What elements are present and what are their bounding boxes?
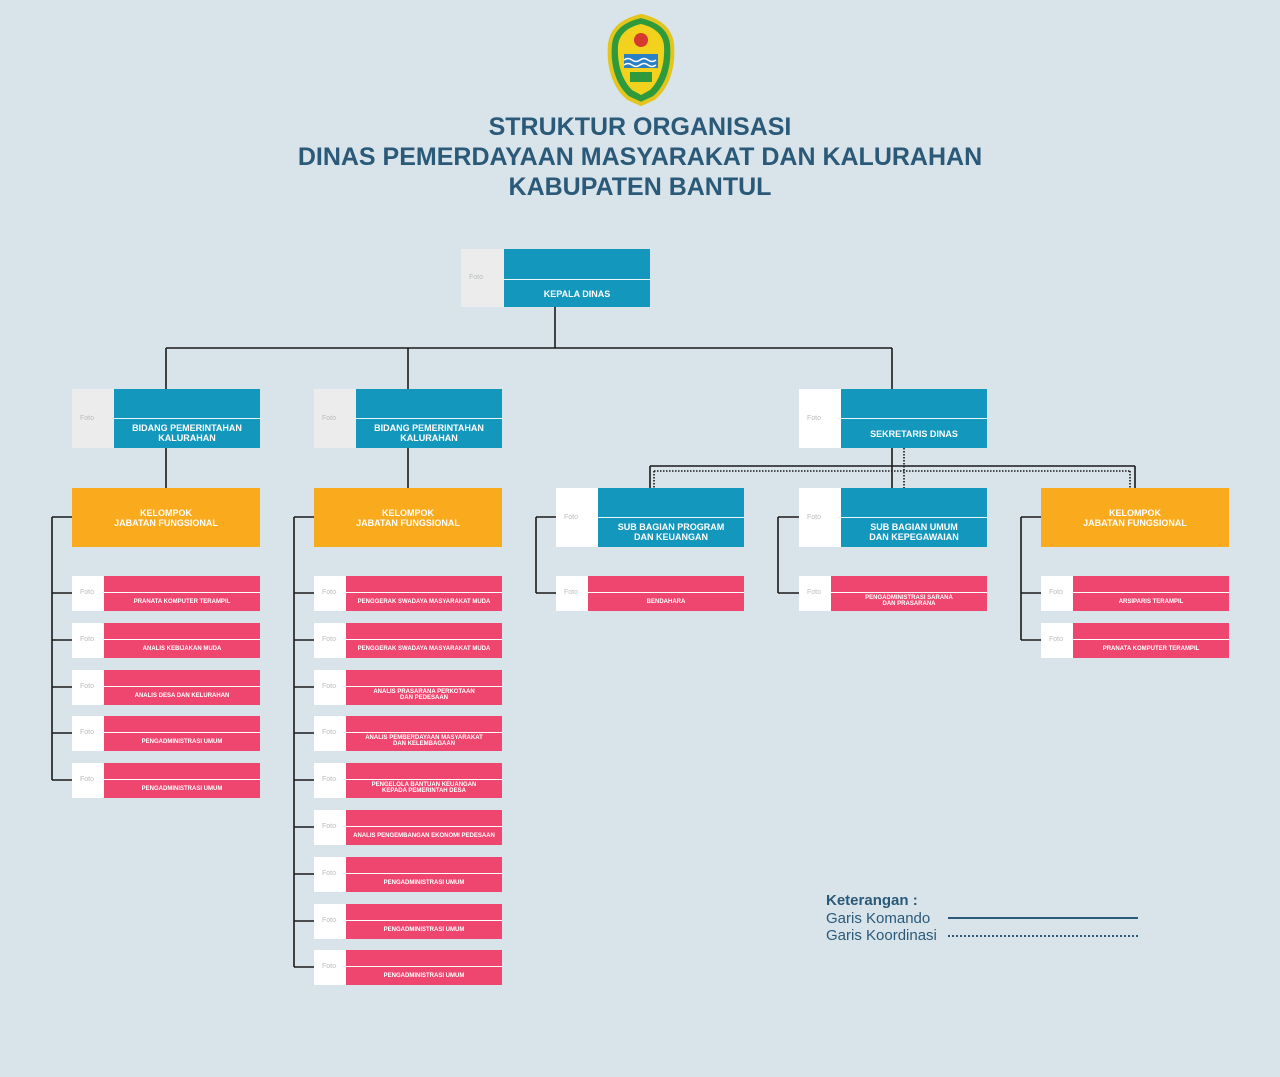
- photo-placeholder: Foto: [314, 857, 346, 892]
- page-title-line-3: KABUPATEN BANTUL: [508, 173, 772, 201]
- bidang-1-label-line-2: KALURAHAN: [158, 433, 216, 443]
- position-label: PRANATA KOMPUTER TERAMPIL: [1102, 646, 1200, 652]
- kepala-dinas-box: Foto KEPALA DINAS: [461, 249, 650, 307]
- kelompok-jabatan-fungsional-box-3: KELOMPOK JABATAN FUNGSIONAL: [1041, 488, 1229, 547]
- legend-koordinasi-label: Garis Koordinasi: [826, 927, 937, 944]
- page-title-line-1: STRUKTUR ORGANISASI: [488, 113, 792, 141]
- bidang-2-label-line-2: KALURAHAN: [400, 433, 458, 443]
- legend-komando-label: Garis Komando: [826, 910, 931, 927]
- kelompok-jabatan-fungsional-box-1: KELOMPOK JABATAN FUNGSIONAL: [72, 488, 260, 547]
- bidang-1-label-line-1: BIDANG PEMERINTAHAN: [132, 423, 242, 433]
- kepala-dinas-label: KEPALA DINAS: [543, 289, 611, 299]
- photo-placeholder: Foto: [556, 576, 588, 611]
- position-label: DAN PRASARANA: [882, 601, 936, 607]
- position-label: KEPADA PEMERINTAH DESA: [382, 788, 466, 794]
- bantul-emblem-logo: [607, 14, 675, 106]
- photo-placeholder: Foto: [72, 623, 104, 658]
- position-label: ANALIS PRASARANA PERKOTAAN: [373, 689, 475, 695]
- sub-bagian-umum-box: Foto SUB BAGIAN UMUM DAN KEPEGAWAIAN: [799, 488, 987, 547]
- position-label: ANALIS PENGEMBANGAN EKONOMI PEDESAAN: [353, 833, 495, 839]
- photo-placeholder: Foto: [72, 763, 104, 798]
- kelompok-label-line-1: KELOMPOK: [1108, 508, 1161, 518]
- photo-placeholder: Foto: [314, 623, 346, 658]
- bidang-pemerintahan-box-1: Foto BIDANG PEMERINTAHAN KALURAHAN: [72, 389, 260, 448]
- photo-placeholder: Foto: [1041, 623, 1073, 658]
- position-label: ANALIS DESA DAN KELURAHAN: [134, 693, 230, 699]
- sub-bagian-umum-line-2: DAN KEPEGAWAIAN: [869, 532, 959, 542]
- position-label: DAN KELEMBAGAAN: [393, 741, 455, 747]
- kelompok-label-line-2: JABATAN FUNGSIONAL: [1083, 518, 1187, 528]
- sub-bagian-program-line-1: SUB BAGIAN PROGRAM: [617, 522, 725, 532]
- position-label: DAN PEDESAAN: [399, 695, 448, 701]
- sub-bagian-program-box: Foto SUB BAGIAN PROGRAM DAN KEUANGAN: [556, 488, 744, 547]
- photo-placeholder: Foto: [461, 249, 504, 307]
- position-label: PENGADMINISTRASI UMUM: [141, 739, 223, 745]
- position-label: PENGGERAK SWADAYA MASYARAKAT MUDA: [357, 646, 491, 652]
- photo-placeholder: Foto: [556, 488, 598, 547]
- position-label: PENGADMINISTRASI UMUM: [383, 927, 465, 933]
- photo-placeholder: Foto: [314, 670, 346, 705]
- page-title-line-2: DINAS PEMERDAYAAN MASYARAKAT DAN KALURAH…: [297, 143, 983, 171]
- photo-placeholder: Foto: [72, 576, 104, 611]
- photo-placeholder: Foto: [314, 950, 346, 985]
- kelompok-label-line-2: JABATAN FUNGSIONAL: [356, 518, 460, 528]
- position-label: PENGADMINISTRASI UMUM: [141, 786, 223, 792]
- position-label: PRANATA KOMPUTER TERAMPIL: [133, 599, 231, 605]
- photo-placeholder: Foto: [72, 670, 104, 705]
- photo-placeholder: Foto: [314, 904, 346, 939]
- bidang-2-label-line-1: BIDANG PEMERINTAHAN: [374, 423, 484, 433]
- position-label: ARSIPARIS TERAMPIL: [1118, 599, 1184, 605]
- kelompok-label-line-2: JABATAN FUNGSIONAL: [114, 518, 218, 528]
- photo-placeholder: Foto: [1041, 576, 1073, 611]
- sekretaris-dinas-label: SEKRETARIS DINAS: [870, 429, 958, 439]
- position-label: PENGADMINISTRASI SARANA: [865, 595, 953, 601]
- photo-placeholder: Foto: [799, 389, 841, 448]
- position-label: PENGADMINISTRASI UMUM: [383, 880, 465, 886]
- sekretaris-dinas-box: Foto SEKRETARIS DINAS: [799, 389, 987, 448]
- legend-title: Keterangan :: [826, 892, 918, 909]
- photo-placeholder: Foto: [72, 716, 104, 751]
- photo-placeholder: Foto: [799, 576, 831, 611]
- sub-bagian-program-line-2: DAN KEUANGAN: [634, 532, 708, 542]
- photo-placeholder: Foto: [314, 716, 346, 751]
- kelompok-label-line-1: KELOMPOK: [139, 508, 192, 518]
- bidang-pemerintahan-box-2: Foto BIDANG PEMERINTAHAN KALURAHAN: [314, 389, 502, 448]
- position-label: BENDAHARA: [646, 599, 686, 605]
- photo-placeholder: Foto: [314, 576, 346, 611]
- kelompok-label-line-1: KELOMPOK: [381, 508, 434, 518]
- position-label: PENGELOLA BANTUAN KEUANGAN: [371, 782, 477, 788]
- sub-bagian-umum-line-1: SUB BAGIAN UMUM: [870, 522, 958, 532]
- photo-placeholder: Foto: [799, 488, 841, 547]
- legend-line-samples: [948, 917, 1138, 937]
- photo-placeholder: Foto: [72, 389, 114, 448]
- position-label: PENGADMINISTRASI UMUM: [383, 973, 465, 979]
- position-label: ANALIS PEMBERDAYAAN MASYARAKAT: [365, 735, 483, 741]
- position-label: ANALIS KEBIJAKAN MUDA: [142, 646, 222, 652]
- photo-placeholder: Foto: [314, 389, 356, 448]
- photo-placeholder: Foto: [314, 810, 346, 845]
- position-label: PENGGERAK SWADAYA MASYARAKAT MUDA: [357, 599, 491, 605]
- kelompok-jabatan-fungsional-box-2: KELOMPOK JABATAN FUNGSIONAL: [314, 488, 502, 547]
- photo-placeholder: Foto: [314, 763, 346, 798]
